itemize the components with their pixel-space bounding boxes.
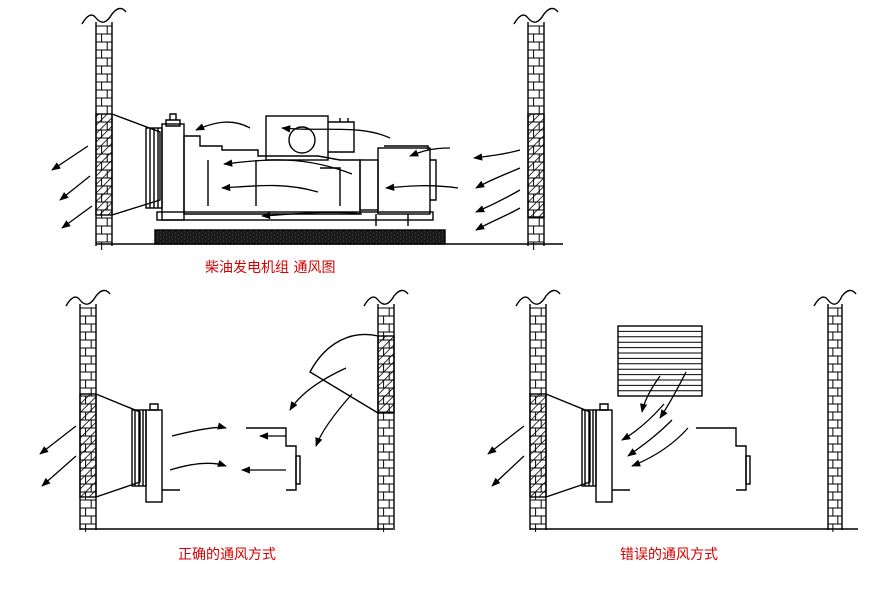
airflow-arrow (475, 167, 521, 189)
alternator (359, 159, 379, 211)
turbo-circle (288, 126, 316, 154)
foundation-base (154, 229, 446, 245)
wrong-airflow-arrows (487, 371, 689, 487)
airflow-arrow (475, 207, 521, 231)
airflow-arrow (223, 159, 353, 175)
top-airflow-arrows (51, 121, 521, 231)
airflow-arrow (409, 147, 451, 157)
brick-wall (813, 289, 857, 532)
wall-break-line (513, 7, 559, 25)
wall-break-line (65, 289, 111, 307)
airflow-arrow (491, 455, 525, 487)
genset-outline (696, 427, 747, 491)
caption-correct: 正确的通风方式 (178, 547, 276, 563)
airflow-arrow (659, 371, 687, 419)
radiator-fins (149, 128, 159, 208)
airflow-arrow (61, 205, 93, 229)
airflow-arrow (261, 211, 363, 220)
wall-opening-exhaust (95, 113, 113, 216)
correct-diagram (39, 333, 395, 530)
wall-opening-exhaust (79, 393, 97, 498)
wall-break-line (81, 7, 127, 25)
airflow-arrow (315, 393, 353, 447)
caption-wrong: 错误的通风方式 (620, 547, 718, 563)
airflow-arrow (289, 367, 347, 411)
airflow-arrow (39, 425, 77, 455)
radiator-duct (95, 393, 141, 498)
fan-guard (161, 123, 185, 221)
wall-break-line (515, 289, 561, 307)
wall-opening-intake (527, 113, 545, 218)
airflow-arrow (41, 455, 77, 487)
airflow-arrow (487, 425, 525, 455)
airflow-arrow (195, 121, 251, 131)
radiator-frame (595, 409, 613, 503)
wall-opening-exhaust (529, 393, 547, 498)
top-diagram (51, 113, 563, 245)
airflow-arrow (51, 145, 89, 171)
airflow-arrow (631, 427, 689, 467)
airflow-arrow (640, 375, 661, 413)
wall-break-line (363, 289, 409, 307)
airflow-arrow (621, 403, 665, 441)
airflow-arrow (475, 189, 521, 213)
airflow-arrow (59, 175, 91, 201)
airflow-arrow (169, 459, 227, 471)
airflow-arrow (171, 422, 227, 437)
intake-hood (309, 333, 379, 414)
genset-outline (246, 427, 297, 491)
radiator-duct (545, 393, 591, 498)
caption-top: 柴油发电机组 通风图 (205, 260, 336, 276)
louver-slats (618, 330, 702, 392)
wall-opening-intake (377, 335, 395, 414)
radiator-duct (111, 113, 161, 216)
wall-break-line (813, 289, 857, 307)
airflow-arrow (221, 183, 319, 193)
engine-block (183, 135, 361, 215)
airflow-arrow (627, 419, 673, 457)
wrong-diagram (487, 325, 858, 530)
radiator-frame (145, 409, 163, 503)
airflow-arrow (281, 125, 391, 139)
skid-frame (156, 211, 434, 221)
airflow-arrow (385, 183, 459, 191)
correct-airflow-arrows (39, 367, 353, 487)
louver-panel (617, 325, 703, 397)
air-filter (265, 115, 329, 161)
airflow-arrow (473, 149, 521, 161)
